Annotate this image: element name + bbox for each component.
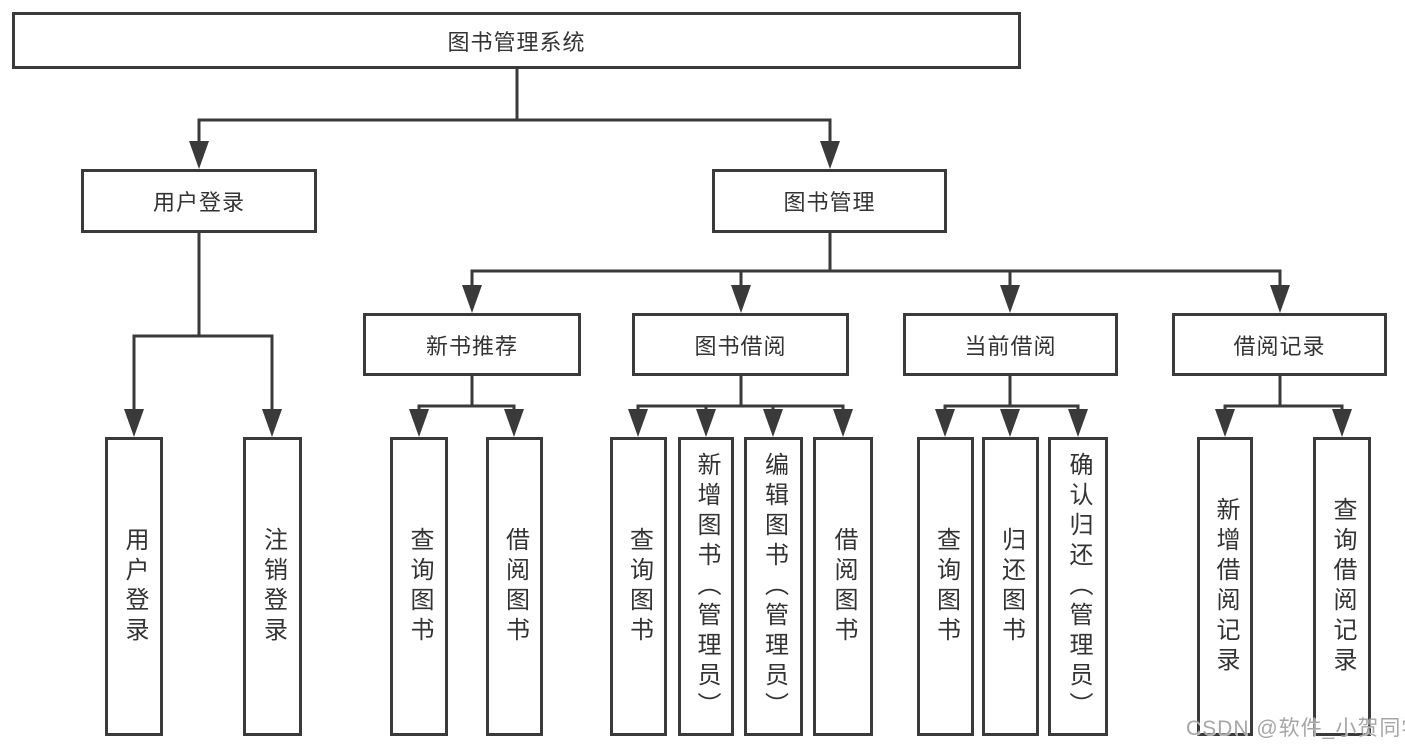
leaf-bb-borrow-books-label: 借阅图书 bbox=[830, 526, 857, 647]
connector-user-login bbox=[132, 233, 274, 411]
leaf-bb-add-books-admin: 新增图书（管理员） bbox=[678, 437, 734, 736]
leaf-br-add-record-label: 新增借阅记录 bbox=[1212, 496, 1239, 677]
connector-records bbox=[1223, 376, 1344, 411]
node-current-borrowing: 当前借阅 bbox=[903, 313, 1118, 376]
leaf-cb-query-books: 查询图书 bbox=[917, 437, 974, 736]
connector-root bbox=[197, 69, 832, 143]
leaf-user-login-label: 用户登录 bbox=[121, 526, 148, 647]
leaf-bb-query-books: 查询图书 bbox=[610, 437, 667, 736]
node-root: 图书管理系统 bbox=[12, 12, 1021, 69]
connector-book-mgmt bbox=[470, 233, 1282, 287]
leaf-br-query-record: 查询借阅记录 bbox=[1313, 437, 1371, 736]
leaf-logout: 注销登录 bbox=[243, 437, 302, 736]
leaf-bb-edit-books-admin: 编辑图书（管理员） bbox=[744, 437, 803, 736]
node-user-login: 用户登录 bbox=[81, 169, 317, 233]
leaf-bb-add-books-admin-label: 新增图书（管理员） bbox=[693, 451, 720, 722]
node-book-management: 图书管理 bbox=[712, 169, 947, 233]
node-user-login-label: 用户登录 bbox=[152, 190, 245, 215]
leaf-cb-confirm-return-admin: 确认归还（管理员） bbox=[1048, 437, 1108, 736]
leaf-user-login: 用户登录 bbox=[105, 437, 163, 736]
leaf-rec-borrow-books-label: 借阅图书 bbox=[501, 526, 529, 647]
connector-cur-borrow bbox=[943, 376, 1080, 411]
leaf-bb-edit-books-admin-label: 编辑图书（管理员） bbox=[760, 451, 788, 722]
leaf-cb-query-books-label: 查询图书 bbox=[932, 526, 960, 647]
node-book-borrowing-label: 图书借阅 bbox=[694, 333, 787, 359]
leaf-br-add-record: 新增借阅记录 bbox=[1197, 437, 1253, 736]
csdn-watermark: CSDN @软件_小贺同学 bbox=[1186, 717, 1405, 740]
leaf-bb-borrow-books: 借阅图书 bbox=[813, 437, 873, 736]
connector-new-rec bbox=[417, 376, 516, 411]
leaf-cb-return-books: 归还图书 bbox=[982, 437, 1039, 736]
node-new-book-recommend-label: 新书推荐 bbox=[425, 333, 518, 359]
leaf-rec-query-books-label: 查询图书 bbox=[406, 526, 433, 647]
node-borrow-records: 借阅记录 bbox=[1172, 313, 1387, 376]
leaf-br-query-record-label: 查询借阅记录 bbox=[1329, 496, 1356, 677]
node-new-book-recommend: 新书推荐 bbox=[363, 313, 581, 376]
arrowheads bbox=[124, 141, 1352, 437]
connector-book-borrow bbox=[636, 376, 845, 411]
leaf-cb-confirm-return-admin-label: 确认归还（管理员） bbox=[1065, 451, 1092, 722]
node-current-borrowing-label: 当前借阅 bbox=[964, 333, 1057, 359]
node-root-label: 图书管理系统 bbox=[447, 29, 586, 55]
node-book-borrowing: 图书借阅 bbox=[632, 313, 849, 376]
node-borrow-records-label: 借阅记录 bbox=[1233, 333, 1326, 359]
leaf-logout-label: 注销登录 bbox=[259, 526, 287, 647]
leaf-bb-query-books-label: 查询图书 bbox=[625, 526, 653, 647]
leaf-cb-return-books-label: 归还图书 bbox=[997, 526, 1025, 647]
node-book-management-label: 图书管理 bbox=[783, 190, 876, 215]
leaf-rec-borrow-books: 借阅图书 bbox=[486, 437, 543, 736]
leaf-rec-query-books: 查询图书 bbox=[390, 437, 448, 736]
